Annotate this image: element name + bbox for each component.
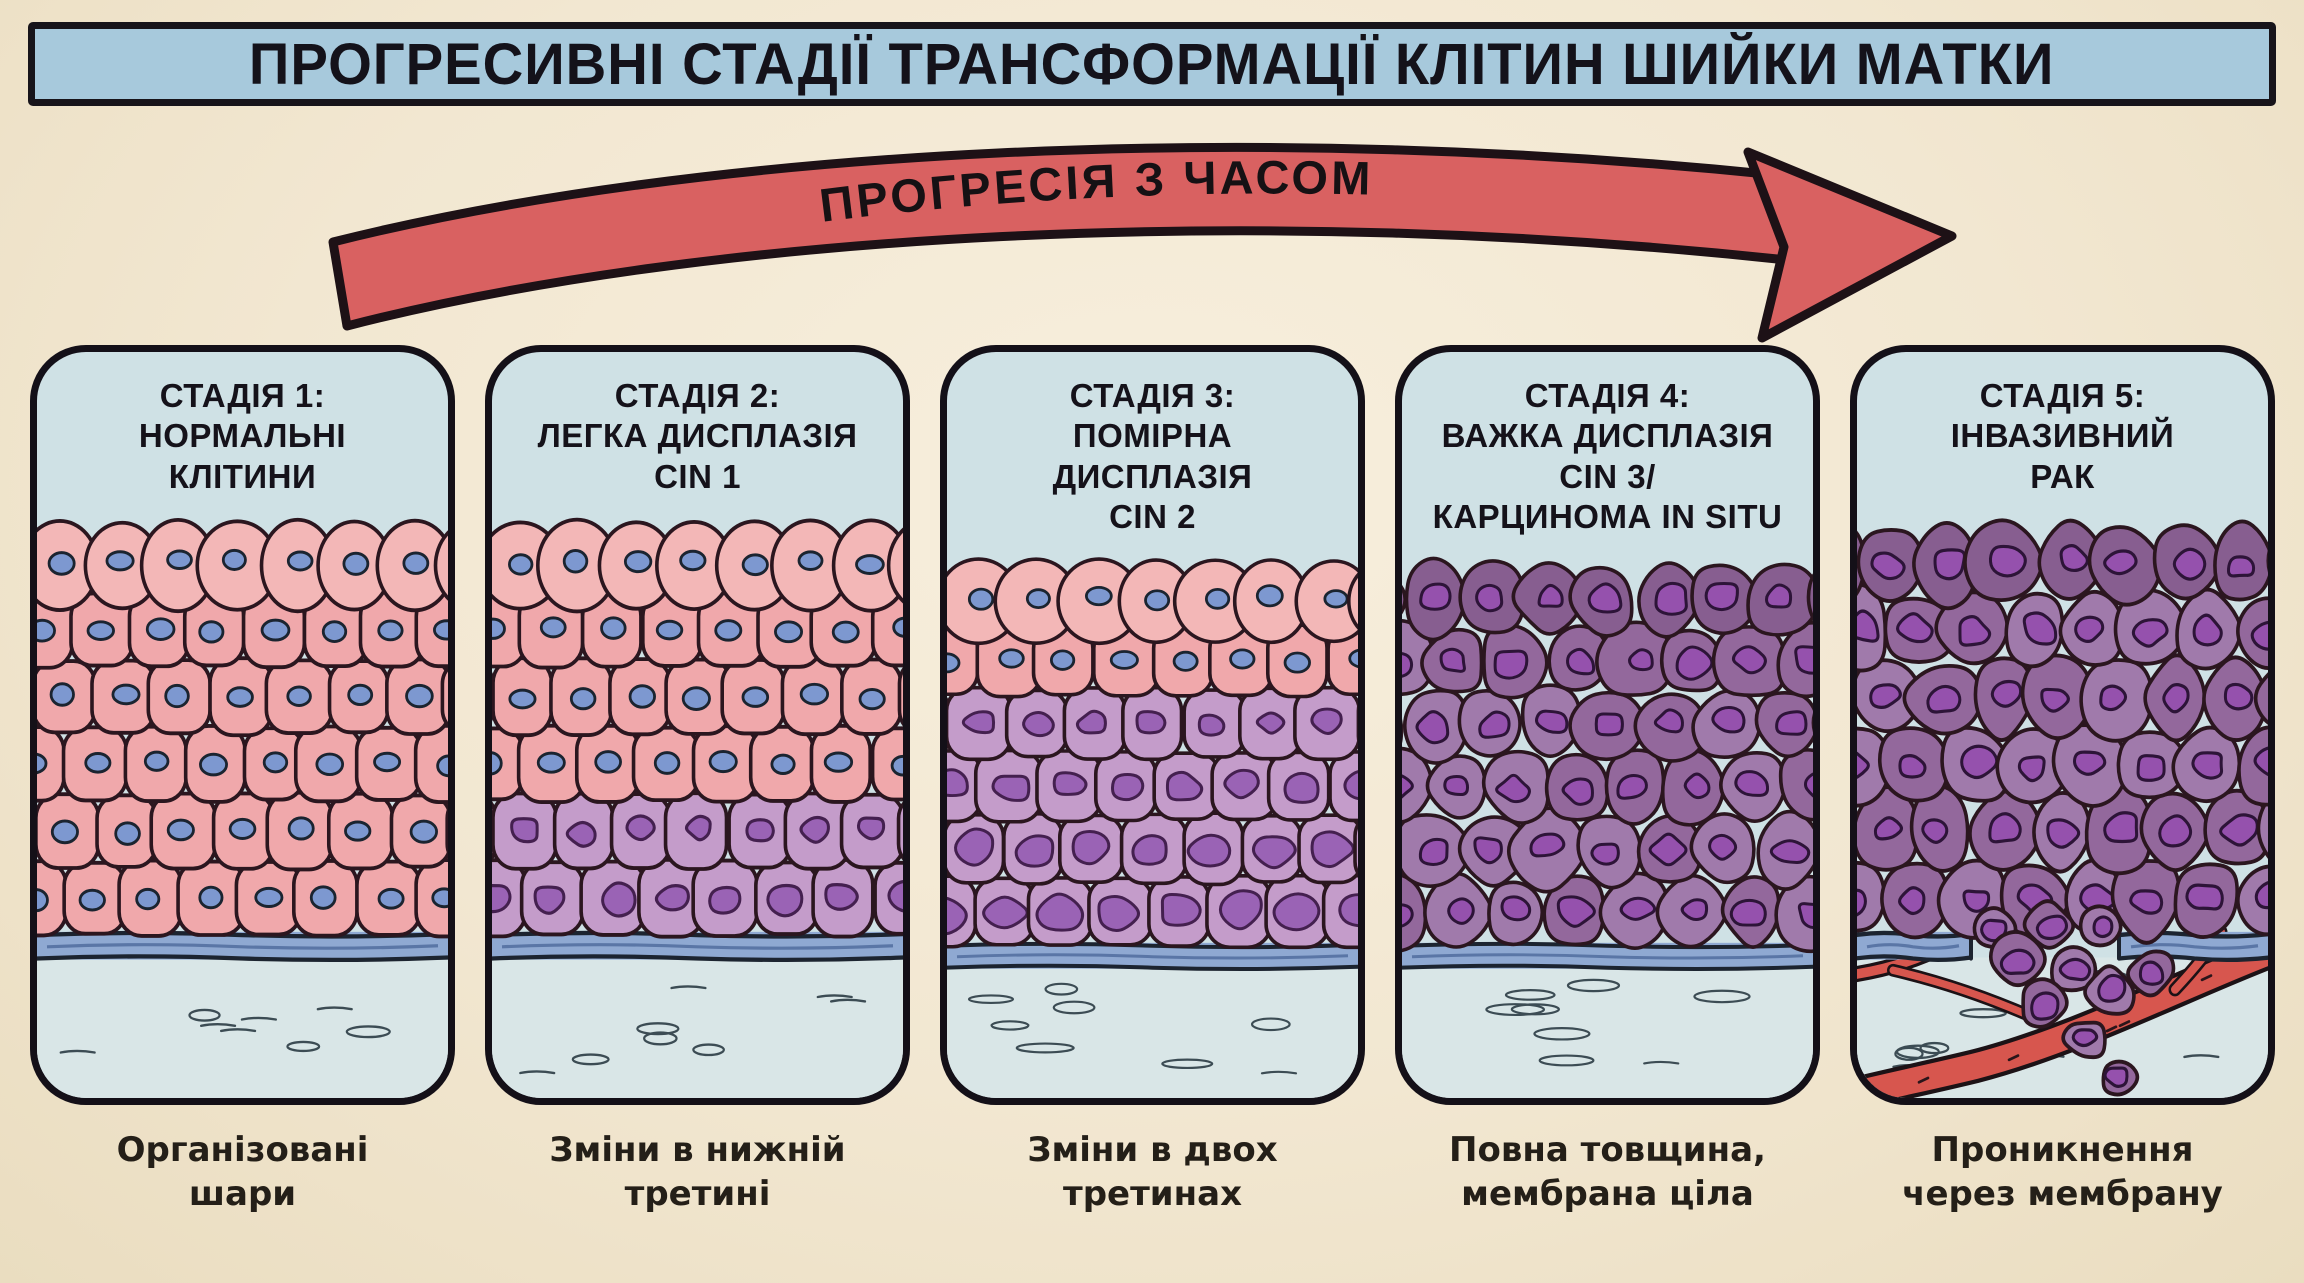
stage-header: СТАДІЯ 5: ІНВАЗИВНИЙ РАК [1950,377,2175,495]
stage-illustration [37,517,448,1098]
invading-cells [1972,898,2176,1097]
stage-panel-5: СТАДІЯ 5: ІНВАЗИВНИЙ РАК [1850,345,2275,1105]
stroma-layer [1402,966,1813,1098]
stage-header: СТАДІЯ 1: НОРМАЛЬНІ КЛІТИНИ [138,377,347,495]
stage-header: СТАДІЯ 3: ПОМІРНА ДИСПЛАЗІЯ CIN 2 [1052,377,1253,535]
stage-illustration-wrap [492,501,903,1098]
stage-panel-1: СТАДІЯ 1: НОРМАЛЬНІ КЛІТИНИ [30,345,455,1105]
stage-header: СТАДІЯ 2: ЛЕГКА ДИСПЛАЗІЯ CIN 1 [537,377,858,495]
page-title: ПРОГРЕСИВНІ СТАДІЇ ТРАНСФОРМАЦІЇ КЛІТИН … [249,31,2055,97]
stage-illustration-wrap [37,501,448,1098]
title-banner: ПРОГРЕСИВНІ СТАДІЇ ТРАНСФОРМАЦІЇ КЛІТИН … [28,22,2276,106]
stage-illustration [492,517,903,1098]
epithelium-layer [492,517,903,939]
stroma-layer [37,957,448,1098]
stage-5: СТАДІЯ 5: ІНВАЗИВНИЙ РАК Проникнення чер… [1850,0,2275,1283]
stage-illustration-wrap [1402,541,1813,1098]
stage-panel-3: СТАДІЯ 3: ПОМІРНА ДИСПЛАЗІЯ CIN 2 [940,345,1365,1105]
stroma-layer [492,957,903,1098]
epithelium-layer [1857,518,2268,945]
stage-illustration [1402,556,1813,1098]
stage-2: СТАДІЯ 2: ЛЕГКА ДИСПЛАЗІЯ CIN 1 Зміни в … [485,0,910,1283]
stage-illustration [947,557,1358,1098]
stage-illustration-wrap [947,541,1358,1098]
stage-panel-4: СТАДІЯ 4: ВАЖКА ДИСПЛАЗІЯ CIN 3/ КАРЦИНО… [1395,345,1820,1105]
stage-header: СТАДІЯ 4: ВАЖКА ДИСПЛАЗІЯ CIN 3/ КАРЦИНО… [1432,377,1783,535]
epithelium-layer [1402,556,1813,954]
epithelium-layer [947,557,1358,950]
stage-3: СТАДІЯ 3: ПОМІРНА ДИСПЛАЗІЯ CIN 2 Зміни … [940,0,1365,1283]
stage-4: СТАДІЯ 4: ВАЖКА ДИСПЛАЗІЯ CIN 3/ КАРЦИНО… [1395,0,1820,1283]
epithelium-layer [37,517,448,939]
stage-panel-2: СТАДІЯ 2: ЛЕГКА ДИСПЛАЗІЯ CIN 1 [485,345,910,1105]
stroma-layer [947,966,1358,1098]
stage-caption: Організовані шари [116,1130,369,1215]
stage-illustration [1857,518,2268,1098]
stage-caption: Проникнення через мембрану [1902,1130,2223,1215]
stage-caption: Зміни в двох третинах [1027,1130,1278,1215]
stage-illustration-wrap [1857,501,2268,1098]
stage-caption: Повна товщина, мембрана ціла [1449,1130,1766,1215]
stage-1: СТАДІЯ 1: НОРМАЛЬНІ КЛІТИНИ Організовані… [30,0,455,1283]
stage-caption: Зміни в нижній третині [549,1130,846,1215]
